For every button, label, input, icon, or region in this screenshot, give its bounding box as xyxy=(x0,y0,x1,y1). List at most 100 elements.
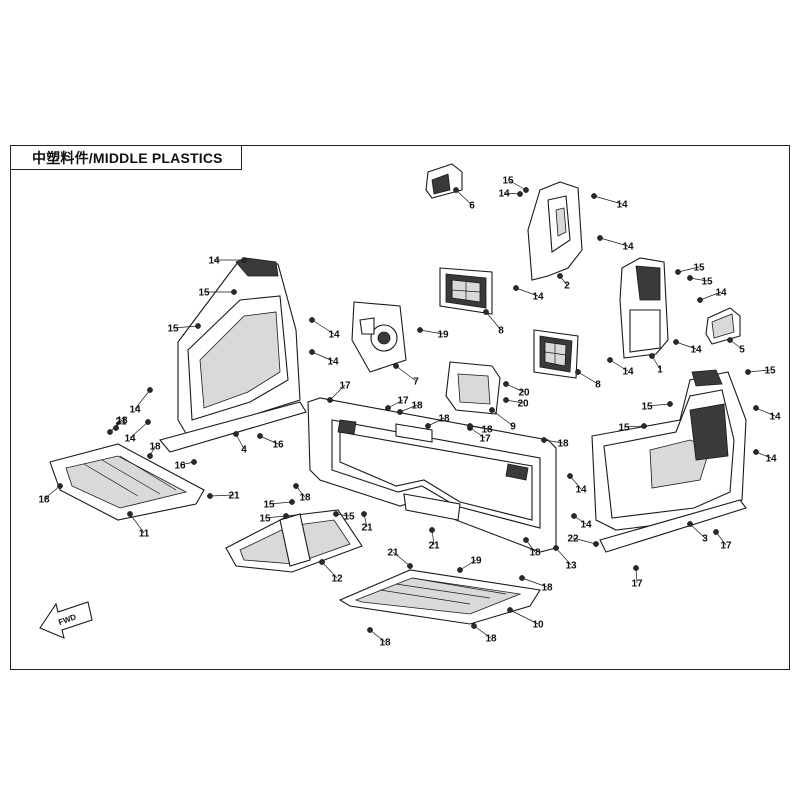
callout-label-18: 18 xyxy=(481,425,493,436)
fastener xyxy=(425,423,431,429)
part-10-right-floor-tray xyxy=(338,569,541,625)
callout-label-14: 14 xyxy=(129,405,141,416)
leader-line xyxy=(172,325,199,329)
callout-label-15: 15 xyxy=(259,514,271,525)
fastener xyxy=(397,409,403,415)
leader-line xyxy=(311,319,335,335)
leader-line xyxy=(509,609,539,625)
fastener xyxy=(309,349,315,355)
fastener xyxy=(687,521,693,527)
leader-line xyxy=(577,371,599,385)
callout-label-16: 16 xyxy=(174,461,186,472)
leader-line xyxy=(609,359,629,372)
callout-label-14: 14 xyxy=(622,242,634,253)
fastener xyxy=(195,323,201,329)
leader-line xyxy=(593,195,623,205)
fastener xyxy=(591,193,597,199)
callout-label-8: 8 xyxy=(498,326,504,337)
callout-label-21: 21 xyxy=(428,541,440,552)
callout-label-18: 18 xyxy=(557,439,569,450)
leader-line xyxy=(521,577,548,588)
fastener xyxy=(673,339,679,345)
part-11-left-floor-tray xyxy=(49,443,205,521)
leader-line xyxy=(459,559,477,571)
fastener xyxy=(107,429,113,435)
leader-line xyxy=(469,427,486,439)
callout-label-19: 19 xyxy=(437,330,449,341)
leader-line xyxy=(321,561,338,579)
fastener xyxy=(649,353,655,359)
fastener xyxy=(567,473,573,479)
fastener xyxy=(675,269,681,275)
fastener xyxy=(713,529,719,535)
fastener xyxy=(393,363,399,369)
callout-label-20: 20 xyxy=(517,399,529,410)
callout-label-8: 8 xyxy=(595,380,601,391)
fastener xyxy=(507,607,513,613)
fastener xyxy=(127,511,133,517)
fastener xyxy=(557,273,563,279)
fastener xyxy=(361,511,367,517)
fastener xyxy=(745,369,751,375)
leader-line xyxy=(455,189,473,206)
callout-label-9: 9 xyxy=(510,422,516,433)
callout-label-12: 12 xyxy=(331,574,343,585)
part-6-cap xyxy=(425,163,463,199)
fastener xyxy=(687,275,693,281)
leader-line xyxy=(755,407,776,417)
leader-line xyxy=(311,351,334,362)
leader-line xyxy=(264,515,287,519)
fastener xyxy=(207,493,213,499)
leader-line xyxy=(485,311,502,331)
leader-line xyxy=(129,421,149,439)
leader-line xyxy=(699,291,722,301)
leader-line xyxy=(392,551,411,567)
callout-label-15: 15 xyxy=(693,263,705,274)
fastener xyxy=(147,453,153,459)
part-5-cover xyxy=(705,307,741,345)
fastener xyxy=(489,407,495,413)
callout-label-14: 14 xyxy=(532,292,544,303)
callout-label-1: 1 xyxy=(657,365,663,376)
callout-label-21: 21 xyxy=(387,548,399,559)
fastener xyxy=(327,397,333,403)
fwd-direction-arrow: FWD xyxy=(39,601,93,639)
fastener xyxy=(191,459,197,465)
callout-label-15: 15 xyxy=(641,402,653,413)
fastener xyxy=(457,567,463,573)
leader-line xyxy=(675,341,697,350)
title-box: 中塑料件/MIDDLE PLASTICS xyxy=(10,145,242,170)
fastener xyxy=(289,499,295,505)
callout-label-18: 18 xyxy=(379,638,391,649)
callout-label-14: 14 xyxy=(769,412,781,423)
leader-line xyxy=(599,237,629,247)
fastener xyxy=(553,545,559,551)
leader-line xyxy=(572,537,597,545)
leader-line xyxy=(689,523,706,539)
fastener xyxy=(257,433,263,439)
leader-line xyxy=(747,369,771,373)
callout-label-18: 18 xyxy=(299,493,311,504)
leader-line xyxy=(43,485,61,500)
fastener xyxy=(727,337,733,343)
callout-label-17: 17 xyxy=(339,381,351,392)
leader-line xyxy=(623,425,645,428)
leader-line xyxy=(268,501,293,505)
fastener xyxy=(641,423,647,429)
fastener xyxy=(575,369,581,375)
callout-label-3: 3 xyxy=(702,534,708,545)
fastener xyxy=(453,187,459,193)
part-4-left-side-panel xyxy=(159,257,307,453)
callout-label-15: 15 xyxy=(618,423,630,434)
callout-label-14: 14 xyxy=(575,485,587,496)
fastener xyxy=(233,431,239,437)
callout-label-18: 18 xyxy=(438,414,450,425)
fasteners xyxy=(57,187,759,633)
callout-label-16: 16 xyxy=(272,440,284,451)
callout-label-18: 18 xyxy=(38,495,50,506)
callout-label-17: 17 xyxy=(720,541,732,552)
leader-line xyxy=(473,625,492,639)
leader-line xyxy=(259,435,279,445)
fastener xyxy=(407,563,413,569)
